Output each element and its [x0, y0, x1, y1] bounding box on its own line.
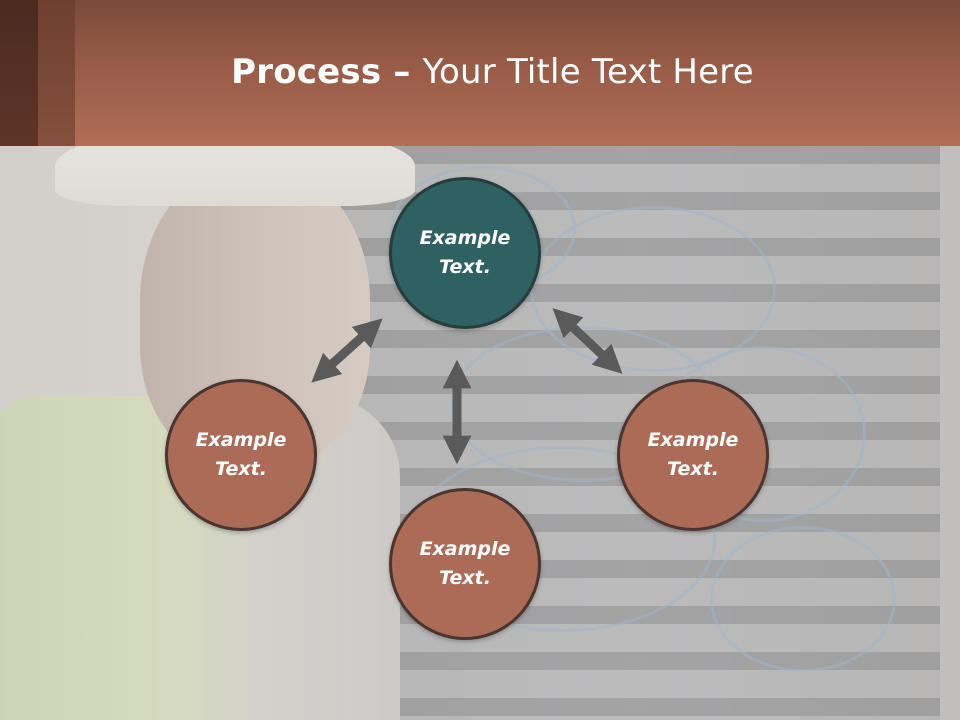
header-accent-dark	[0, 0, 38, 146]
slide-title-bold: Process	[231, 52, 382, 92]
process-node-left[interactable]: Example Text.	[165, 379, 317, 531]
process-node-right[interactable]: Example Text.	[617, 379, 769, 531]
process-node-bottom[interactable]: Example Text.	[389, 488, 541, 640]
process-node-label: Example Text.	[419, 227, 511, 278]
double-arrow-top-right	[552, 308, 623, 374]
slide-title: Process – Your Title Text Here	[0, 52, 960, 92]
process-node-label: Example Text.	[647, 429, 739, 480]
slide-title-rest: Your Title Text Here	[422, 52, 754, 92]
process-node-label: Example Text.	[419, 538, 511, 589]
process-node-label: Example Text.	[195, 429, 287, 480]
slide-title-separator: –	[381, 52, 423, 92]
header-accent-mid	[38, 0, 75, 146]
process-node-top[interactable]: Example Text.	[389, 177, 541, 329]
double-arrow-top-left	[311, 318, 383, 383]
title-bar: Process – Your Title Text Here	[0, 0, 960, 146]
